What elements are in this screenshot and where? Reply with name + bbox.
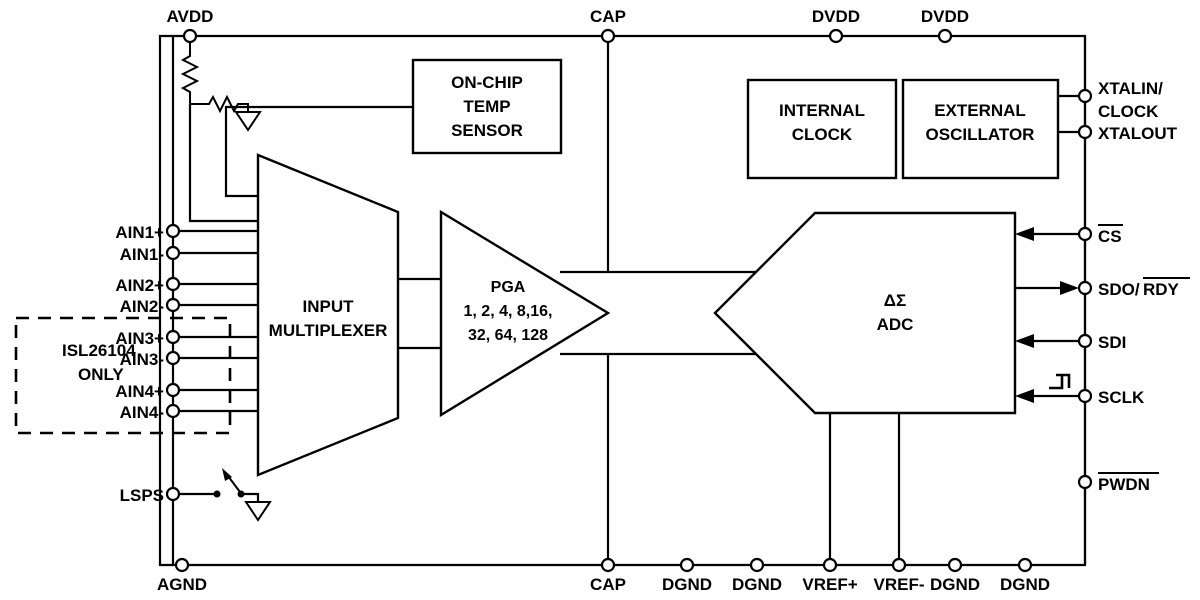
pin-sdi[interactable]: SDI	[1015, 333, 1126, 352]
pin-cap-bottom[interactable]: CAP	[590, 557, 626, 594]
pin-label-sclk: SCLK	[1098, 388, 1145, 407]
pin-agnd[interactable]: AGND	[157, 557, 207, 594]
pin-label-ain3n: AIN3-	[120, 350, 164, 369]
pin-label-avdd: AVDD	[167, 7, 214, 26]
pin-vrefp[interactable]: VREF+	[802, 557, 858, 594]
mux-line2: MULTIPLEXER	[269, 321, 388, 340]
internal-clock-line1: INTERNAL	[779, 101, 865, 120]
external-oscillator-line2: OSCILLATOR	[926, 125, 1035, 144]
pin-label-dgnd-3: DGND	[930, 575, 980, 594]
pga-block: PGA 1, 2, 4, 8,16, 32, 64, 128	[398, 209, 611, 418]
pin-ain1n[interactable]: AIN1-	[120, 245, 258, 264]
pin-label-ain2p: AIN2+	[115, 276, 164, 295]
pin-vrefn[interactable]: VREF-	[874, 557, 925, 594]
pga-line1: PGA	[491, 279, 526, 296]
pin-xtalout[interactable]: XTALOUT	[1077, 124, 1178, 143]
pin-avdd[interactable]: AVDD	[167, 7, 214, 44]
pga-to-adc-bus	[560, 270, 775, 356]
note-line2: ONLY	[78, 365, 124, 384]
external-oscillator-line1: EXTERNAL	[934, 101, 1026, 120]
pin-label-dvdd-2: DVDD	[921, 7, 969, 26]
pin-label-dgnd-1: DGND	[662, 575, 712, 594]
pin-label-rdy: RDY	[1143, 280, 1180, 299]
avdd-resistor-divider	[180, 42, 262, 223]
pin-ain2n[interactable]: AIN2-	[120, 297, 258, 316]
pin-ain4p[interactable]: AIN4+	[115, 382, 258, 401]
pin-label-lsps: LSPS	[120, 486, 164, 505]
pin-label-dgnd-2: DGND	[732, 575, 782, 594]
adc-line2: ADC	[877, 315, 914, 334]
pga-line3: 32, 64, 128	[468, 327, 548, 344]
pin-label-ain2n: AIN2-	[120, 297, 164, 316]
pin-label-clock: CLOCK	[1098, 102, 1159, 121]
temp-sensor-line2: TEMP	[463, 97, 510, 116]
pin-label-dvdd-1: DVDD	[812, 7, 860, 26]
pin-label-pwdn: PWDN	[1098, 475, 1150, 494]
pin-label-agnd: AGND	[157, 575, 207, 594]
pin-label-dgnd-4: DGND	[1000, 575, 1050, 594]
pin-label-ain3p: AIN3+	[115, 329, 164, 348]
pin-label-ain1n: AIN1-	[120, 245, 164, 264]
pin-lsps[interactable]: LSPS	[120, 468, 272, 522]
pin-ain3n[interactable]: AIN3-	[120, 350, 258, 369]
on-chip-temp-sensor-block: ON-CHIP TEMP SENSOR	[224, 58, 563, 198]
pin-dgnd-2[interactable]: DGND	[732, 557, 782, 594]
isl26104-only-note: ISL26104 ONLY	[14, 316, 232, 435]
pin-dgnd-4[interactable]: DGND	[1000, 557, 1050, 594]
pin-label-vrefp: VREF+	[802, 575, 857, 594]
pin-dgnd-3[interactable]: DGND	[930, 557, 980, 594]
mux-line1: INPUT	[303, 297, 355, 316]
pin-ain2p[interactable]: AIN2+	[115, 276, 258, 295]
pin-dgnd-1[interactable]: DGND	[662, 557, 712, 594]
temp-sensor-line3: SENSOR	[451, 121, 523, 140]
pin-pwdn[interactable]: PWDN	[1077, 472, 1159, 494]
pin-cs[interactable]: CS	[1015, 224, 1123, 246]
pin-label-cap-top: CAP	[590, 7, 626, 26]
pin-sdo-rdy[interactable]: SDO/ RDY	[1015, 277, 1190, 299]
pin-label-sdi: SDI	[1098, 333, 1126, 352]
external-oscillator-block: EXTERNAL OSCILLATOR	[901, 78, 1085, 180]
pin-ain1p[interactable]: AIN1+	[115, 223, 258, 242]
pin-label-vrefn: VREF-	[874, 575, 925, 594]
pin-xtalin-clock[interactable]: XTALIN/ CLOCK	[1077, 79, 1163, 121]
temp-sensor-line1: ON-CHIP	[451, 73, 523, 92]
pin-ain4n[interactable]: AIN4-	[120, 403, 258, 422]
pin-ain3p[interactable]: AIN3+	[115, 329, 258, 348]
pin-label-xtalin: XTALIN/	[1098, 79, 1163, 98]
internal-clock-line2: CLOCK	[792, 125, 853, 144]
pga-line2: 1, 2, 4, 8,16,	[464, 303, 553, 320]
pin-dvdd-2[interactable]: DVDD	[921, 7, 969, 44]
schmitt-trigger-icon	[1049, 373, 1071, 390]
pin-sclk[interactable]: SCLK	[1015, 373, 1145, 407]
pin-label-ain4p: AIN4+	[115, 382, 164, 401]
vref-net	[828, 413, 901, 559]
pin-label-cap-bottom: CAP	[590, 575, 626, 594]
note-line1: ISL26104	[62, 341, 136, 360]
delta-sigma-adc-block: ΔΣ ADC	[713, 211, 1017, 415]
analog-input-pins[interactable]: AIN1+ AIN1- AIN2+ AIN2- AIN3+	[115, 223, 258, 422]
pin-dvdd-1[interactable]: DVDD	[812, 7, 860, 44]
pin-label-xtalout: XTALOUT	[1098, 124, 1178, 143]
input-multiplexer-block: INPUT MULTIPLEXER	[256, 153, 400, 477]
pin-label-ain1p: AIN1+	[115, 223, 164, 242]
internal-clock-block: INTERNAL CLOCK	[746, 78, 898, 180]
adc-line1: ΔΣ	[884, 291, 906, 310]
pin-label-cs: CS	[1098, 227, 1122, 246]
pin-label-ain4n: AIN4-	[120, 403, 164, 422]
pin-label-sdo: SDO/	[1098, 280, 1140, 299]
